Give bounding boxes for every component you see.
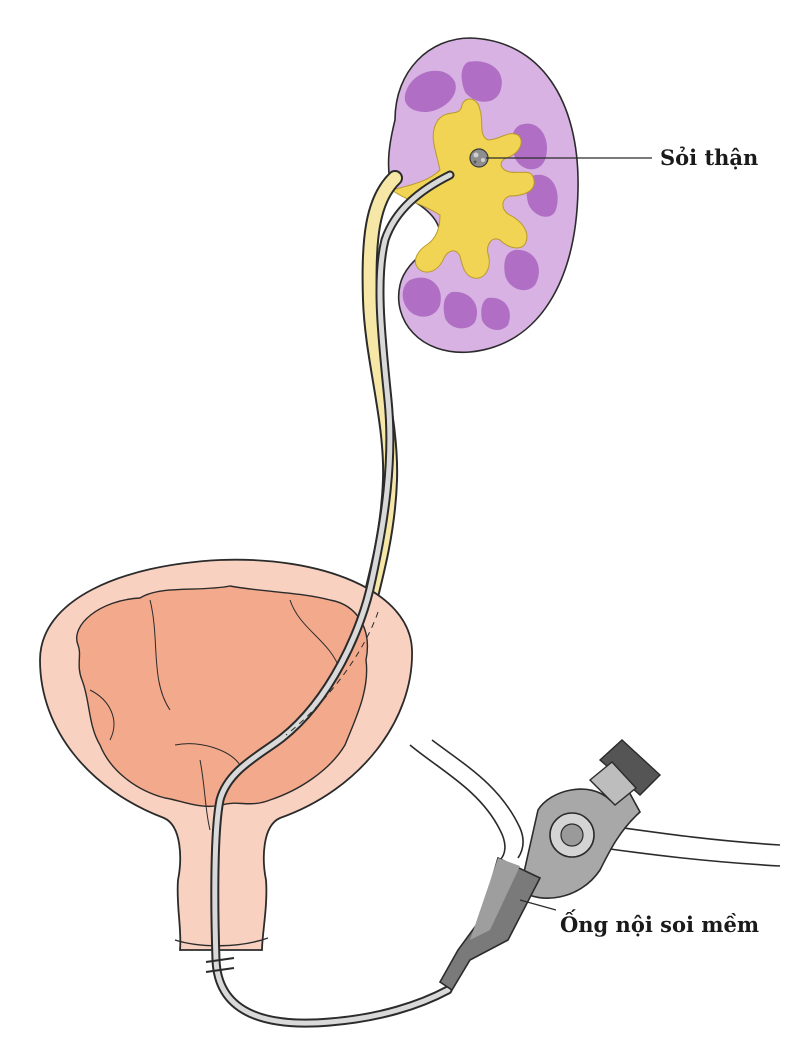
kidney-stone-callout: Sỏi thận [486, 145, 758, 170]
flexible-scope-label: Ống nội soi mềm [560, 910, 759, 937]
kidney-stone-label: Sỏi thận [660, 145, 758, 170]
bladder-icon [39, 558, 413, 951]
renal-pelvis [390, 98, 535, 279]
stone-icon [469, 148, 489, 168]
tube-break-marks [205, 957, 235, 973]
kidney-pyramids [402, 61, 558, 331]
scope-callout: Ống nội soi mềm [519, 899, 759, 937]
endoscope-icon [409, 739, 781, 992]
bladder-lumen [76, 585, 368, 807]
kidney-icon [387, 37, 579, 353]
bladder-folds [89, 599, 341, 831]
scope-tube [212, 172, 453, 1026]
